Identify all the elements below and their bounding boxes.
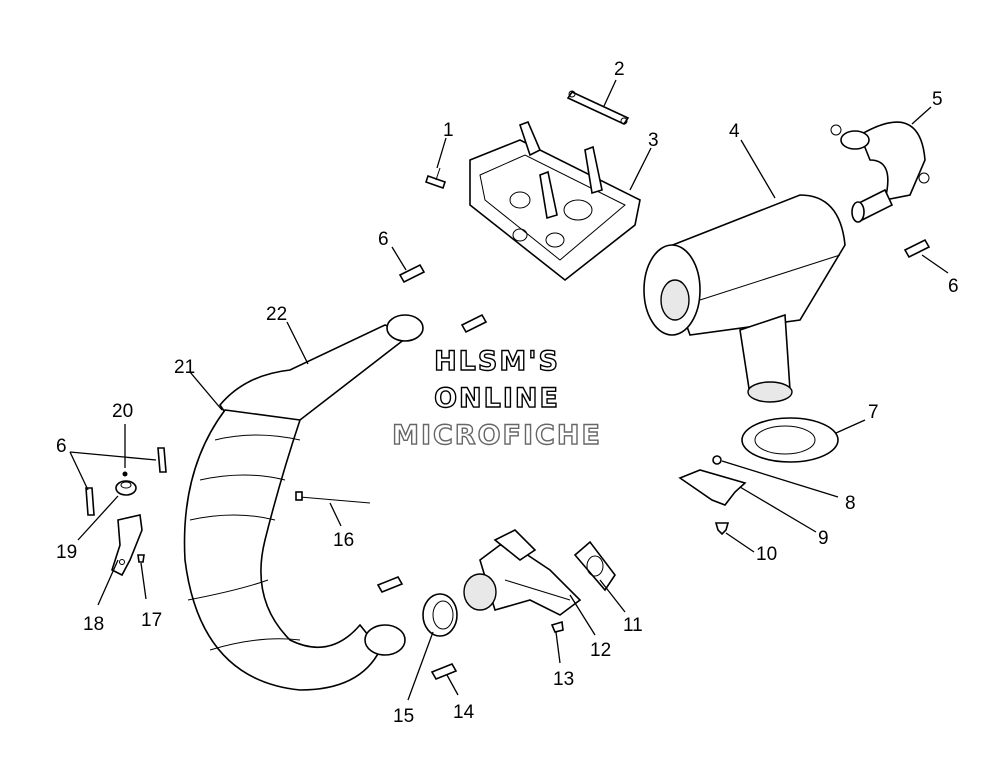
spring-6a [398,263,426,284]
grommet-19 [115,480,137,496]
expansion-chamber [183,314,424,691]
callout-22: 22 [266,304,287,325]
gasket-7 [741,417,839,463]
callout-9: 9 [818,528,829,549]
callout-10: 10 [756,544,777,565]
callout-6: 6 [56,436,67,457]
bolt-17 [137,554,145,563]
watermark-line-1: HLSM'S [434,346,560,377]
spring-6f [376,575,404,594]
callout-20: 20 [112,401,133,422]
callout-21: 21 [174,357,195,378]
callout-14: 14 [453,702,475,723]
exhaust-manifold [463,529,582,616]
callout-8: 8 [845,493,856,514]
muffler-bracket [469,120,641,282]
callout-12: 12 [590,640,611,661]
grommet-20 [122,471,128,477]
callout-7: 7 [868,402,879,423]
callout-numbers: 1 2 3 4 5 6 6 6 6 7 8 9 10 11 12 13 14 1… [56,59,959,727]
spring-14 [430,662,458,681]
callout-1: 1 [443,120,454,141]
callout-2: 2 [614,59,625,80]
spring-6e [85,487,95,516]
sensor-wire [295,491,371,504]
callout-17: 17 [141,610,162,631]
bracket-9 [678,469,747,506]
callout-6: 6 [378,229,389,250]
watermark-line-3: MICROFICHE [392,420,602,451]
manifold-gasket-11 [573,540,616,592]
spring-6b [903,238,931,259]
callout-6: 6 [948,276,959,297]
callout-5: 5 [932,89,943,110]
callout-4: 4 [729,121,740,142]
callout-19: 19 [56,542,77,563]
spring-6c [460,313,488,334]
nut-8 [712,455,722,465]
callout-3: 3 [648,130,659,151]
bolt-10 [714,522,730,536]
rivet-1 [424,167,447,190]
watermark: HLSM'S ONLINE MICROFICHE [391,345,602,451]
seal-ring-15 [422,593,458,637]
callout-11: 11 [623,615,643,636]
callout-15: 15 [393,706,414,727]
callout-18: 18 [83,614,104,635]
spring-2 [566,90,630,126]
spring-6d [157,447,167,473]
muffler [643,194,846,403]
watermark-line-2: ONLINE [434,383,560,414]
callout-16: 16 [333,530,354,551]
leader-lines [69,79,949,701]
bolt-13 [550,620,564,633]
callout-13: 13 [553,669,574,690]
tail-pipe [830,121,930,223]
mount-bracket-18 [111,514,143,577]
